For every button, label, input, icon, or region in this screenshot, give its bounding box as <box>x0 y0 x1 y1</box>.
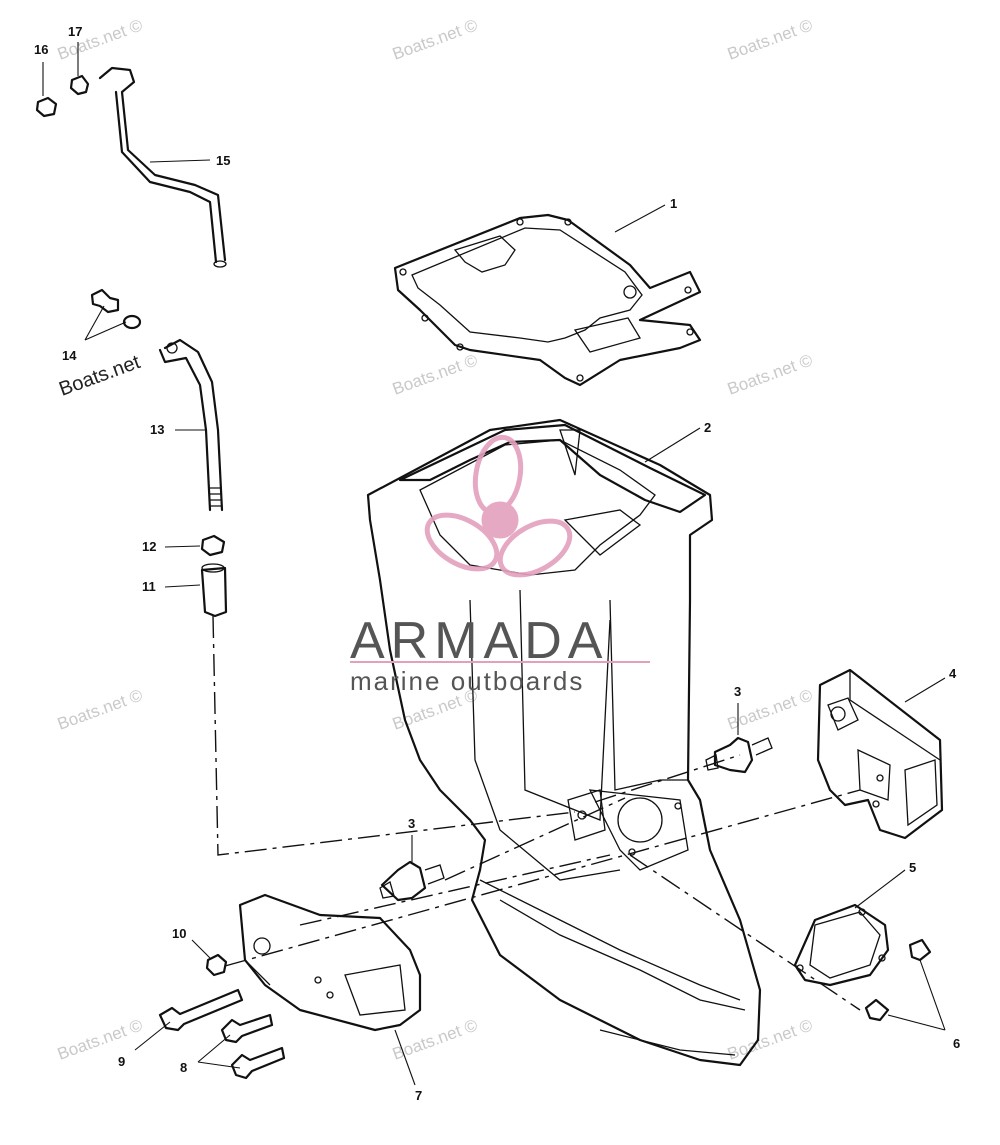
nut-16 <box>35 96 58 118</box>
rubber-mount-lower <box>379 860 445 902</box>
callout-8: 8 <box>180 1060 187 1075</box>
long-bolt <box>158 988 244 1032</box>
fastener-6-lower <box>864 998 890 1022</box>
watermarks: Boats.net © Boats.net © Boats.net © Boat… <box>55 15 816 1063</box>
callout-13: 13 <box>150 422 164 437</box>
drive-shaft-housing <box>366 418 762 1067</box>
lower-mount-bracket <box>238 893 422 1032</box>
washer-17 <box>69 74 90 96</box>
watermark: Boats.net © <box>725 350 816 398</box>
callout-7: 7 <box>415 1088 422 1103</box>
brand-name: ARMADA <box>350 612 608 670</box>
callout-6: 6 <box>953 1036 960 1051</box>
bolt-8-upper <box>220 1013 274 1044</box>
callout-4: 4 <box>949 666 957 681</box>
callout-16: 16 <box>34 42 48 57</box>
washer-14 <box>122 314 142 330</box>
callout-10: 10 <box>172 926 186 941</box>
callout-2: 2 <box>704 420 711 435</box>
callout-12: 12 <box>142 539 156 554</box>
leader-lines <box>42 42 946 1086</box>
callout-3-lower: 3 <box>408 816 415 831</box>
callout-5: 5 <box>909 860 916 875</box>
assembly-lines <box>212 615 861 1011</box>
spacer-11 <box>200 563 228 618</box>
watermark: Boats.net © <box>390 350 481 398</box>
nut-12 <box>200 534 226 557</box>
watermark: Boats.net © <box>55 1015 146 1063</box>
rubber-mount-upper <box>705 736 773 774</box>
callout-3-upper: 3 <box>734 684 741 699</box>
brand-tagline: marine outboards <box>350 666 584 696</box>
gasket <box>393 213 702 387</box>
shift-rod-13 <box>158 338 224 512</box>
watermark: Boats.net © <box>55 15 146 63</box>
nut-10 <box>205 953 228 977</box>
watermark: Boats.net © <box>390 15 481 63</box>
callout-1: 1 <box>670 196 677 211</box>
callout-11: 11 <box>142 579 156 594</box>
mount-cover <box>793 903 890 987</box>
callout-17: 17 <box>68 24 82 39</box>
propeller-icon <box>424 434 573 578</box>
watermark: Boats.net © <box>725 1015 816 1063</box>
watermark: Boats.net © <box>725 15 816 63</box>
fastener-6-upper <box>908 938 932 962</box>
callout-14: 14 <box>62 348 77 363</box>
callout-numbers: 1 2 3 3 4 5 6 7 8 9 10 11 12 13 14 15 16… <box>34 24 960 1103</box>
callout-9: 9 <box>118 1054 125 1069</box>
armada-logo: ARMADA marine outboards <box>350 434 650 696</box>
rear-mount-bracket <box>816 668 944 840</box>
bolt-14 <box>90 288 120 314</box>
watermark: Boats.net © <box>55 685 146 733</box>
shift-rod-15 <box>98 66 227 268</box>
bolt-8-lower <box>230 1046 286 1080</box>
callout-15: 15 <box>216 153 230 168</box>
